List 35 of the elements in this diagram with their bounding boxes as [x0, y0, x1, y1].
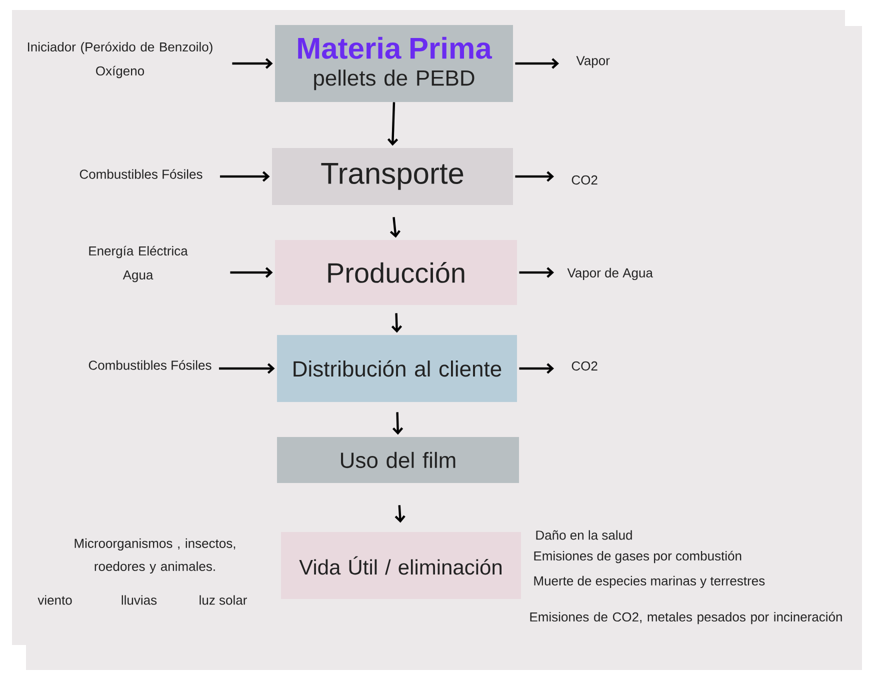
process-box: Uso del film: [277, 437, 519, 483]
process-box: Materia Prima pellets de PEBD: [275, 25, 513, 102]
arrow: [220, 171, 270, 182]
flow-text: Vapor: [576, 56, 610, 68]
effect-text: Emisiones de gases por combustión: [534, 550, 742, 564]
effect-text: Muerte de especies marinas y terrestres: [534, 576, 765, 588]
arrow: [387, 102, 398, 146]
process-box: Vida Útil / eliminación: [281, 532, 521, 599]
arrow: [218, 363, 275, 374]
arrow: [230, 267, 273, 278]
arrow: [515, 58, 559, 69]
flow-text: Combustibles Fósiles: [80, 169, 202, 179]
effect-text: Daño en la salud: [536, 530, 632, 540]
arrow: [519, 363, 554, 374]
effect-text: Microorganismos , insectos, roedores y animales.: [74, 538, 236, 574]
arrow: [391, 313, 402, 333]
process-box: Distribución al cliente: [277, 335, 517, 402]
flow-text: CO2: [572, 175, 598, 185]
flow-text: CO2: [572, 361, 598, 371]
flow-text: Vapor de Agua: [567, 268, 653, 280]
arrow: [515, 171, 554, 182]
arrow: [392, 412, 404, 435]
flow-text: Energía Eléctrica Agua: [89, 246, 188, 282]
arrow: [394, 505, 406, 523]
effect-text: lluvias: [122, 595, 157, 605]
arrow: [519, 267, 554, 278]
arrow: [232, 58, 273, 69]
process-box: Producción: [275, 240, 517, 305]
effect-text: viento: [38, 595, 72, 605]
process-box: Transporte: [272, 148, 513, 205]
flow-text: Iniciador (Peróxido de Benzoilo) Oxígeno: [28, 42, 212, 78]
effect-text: luz solar: [200, 595, 247, 605]
effect-text: Emisiones de CO2, metales pesados por incineración: [530, 612, 842, 624]
arrow: [390, 217, 400, 238]
flow-text: Combustibles Fósiles: [88, 360, 212, 370]
